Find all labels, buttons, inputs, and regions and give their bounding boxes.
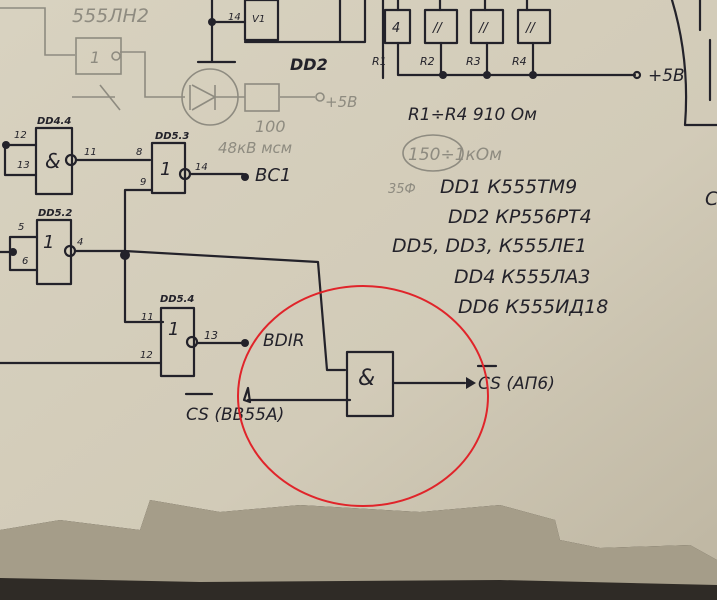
signal-bdir: BDIR: [263, 331, 305, 351]
supply-label: +5В: [648, 66, 685, 86]
gate-and-added: & CS (ВВ55А) CS (АП6): [184, 350, 555, 425]
paper-lower-flap: [0, 500, 717, 585]
signal-cs-output: CS (АП6): [478, 374, 555, 394]
dd2-block: 14 V1 DD2: [196, 0, 367, 74]
gate-label: DD5.4: [160, 294, 194, 305]
gate-label: DD5.3: [155, 131, 189, 142]
highlight-circle: [237, 285, 489, 507]
resistor-label-r2: R2: [420, 55, 435, 68]
gate-dd5-2: 1 DD5.2 5 6 4: [0, 208, 347, 372]
pin-label: 11: [84, 147, 97, 158]
pin-label: 14: [195, 162, 208, 173]
note-line: DD6 К555ИД18: [458, 296, 608, 318]
resistor-mark: //: [525, 21, 536, 36]
component-notes: R1÷R4 910 Ом 150÷1кОм 35Ф DD1 К555ТМ9 DD…: [388, 105, 717, 318]
pencil-note: 35Ф: [388, 182, 416, 197]
resistor-mark: //: [478, 21, 489, 36]
pin-label: 5: [18, 222, 24, 233]
gate-label: DD4.4: [37, 116, 71, 127]
dd2-label: DD2: [290, 55, 328, 74]
note-line: DD4 К555ЛА3: [454, 266, 591, 288]
gate-symbol: &: [358, 366, 375, 391]
resistor-label-r4: R4: [512, 55, 527, 68]
gate-label: DD5.2: [38, 208, 72, 219]
pin-label: 12: [14, 130, 27, 141]
led-supply-label: +5В: [325, 93, 357, 111]
pin-label: 6: [22, 256, 28, 267]
pin-label: V1: [252, 14, 265, 25]
led-note: 48кВ мсм: [218, 139, 292, 157]
pin-label: 13: [204, 329, 218, 342]
gate-symbol: 1: [160, 159, 171, 180]
paper-sheet: [0, 0, 717, 560]
pin-label: 11: [141, 312, 154, 323]
gate-symbol: 1: [168, 319, 179, 340]
note-line: DD1 К555ТМ9: [440, 176, 577, 198]
note-line-pencil: 150÷1кОм: [408, 145, 502, 165]
gate-dd5-4: 1 DD5.4 11 12 13 BDIR: [0, 294, 305, 378]
resistor-mark: 4: [392, 21, 400, 36]
pencil-led-circuit: 555ЛН2 1 100 48кВ мсм +5В: [0, 5, 357, 157]
led-resistor-value: 100: [255, 117, 286, 136]
pin-label: 14: [228, 12, 241, 23]
gate-symbol: &: [45, 149, 61, 173]
signal-cs-input: CS (ВВ55А): [186, 405, 284, 425]
inverter-symbol: 1: [90, 48, 100, 67]
signal-bc1: BC1: [255, 165, 291, 186]
pin-label: 4: [77, 237, 83, 248]
edge-fragment: C: [705, 188, 717, 210]
pin-label: 8: [136, 147, 142, 158]
note-line: DD5, DD3, К555ЛЕ1: [392, 235, 587, 257]
resistor-mark: //: [432, 21, 443, 36]
note-line: DD2 КР556РТ4: [448, 206, 592, 228]
gate-dd4-4: & DD4.4 12 13 11: [2, 116, 152, 196]
chip-label: 555ЛН2: [72, 5, 149, 27]
resistor-label-r1: R1: [372, 55, 387, 68]
note-line: R1÷R4 910 Ом: [408, 105, 537, 125]
pin-label: 9: [140, 177, 146, 188]
pin-label: 13: [17, 160, 30, 171]
gate-dd5-3: 1 DD5.3 8 9 14 BC1: [123, 131, 291, 324]
pin-label: 12: [140, 350, 153, 361]
resistor-array: 4 // // // R1 R2 R3 R4 +5В: [372, 0, 717, 127]
gate-symbol: 1: [43, 232, 54, 253]
resistor-label-r3: R3: [466, 55, 481, 68]
